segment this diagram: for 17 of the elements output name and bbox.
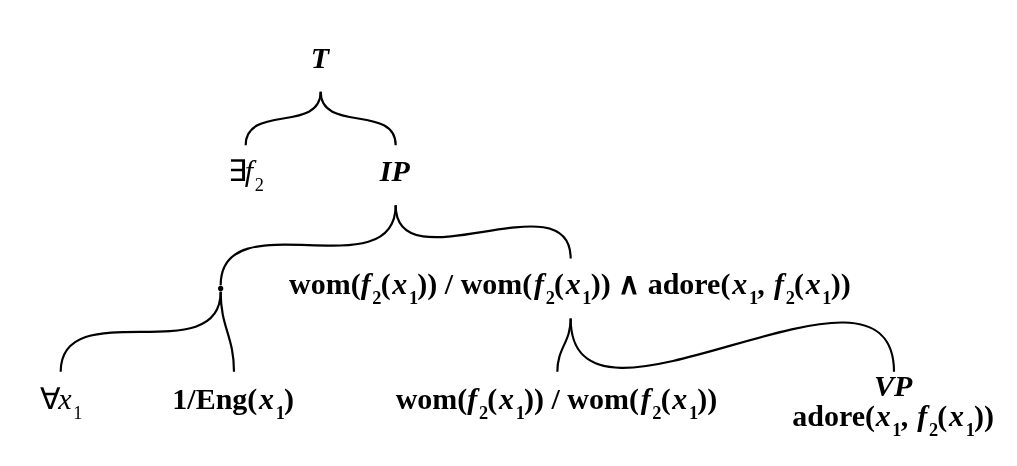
node-text: VP adore(x$_{1}$, f$_{2}$(x$_{1}$)): [791, 368, 994, 440]
node-point: [217, 285, 223, 291]
connector: [219, 204, 397, 285]
node-text: T: [310, 40, 329, 73]
node-text: IP: [379, 153, 410, 187]
connector: [394, 204, 572, 259]
node-text: wom(f$_{2}$(x$_{1}$)) / wom(f$_{2}$(x$_{1}$)): [395, 381, 717, 423]
connector: [319, 91, 397, 145]
connector: [244, 91, 322, 145]
connector: [569, 317, 895, 372]
node-text: wom(f$_{2}$(x$_{1}$)) / wom(f$_{2}$(x$_{1}$)) ∧ adore(x$_{1}$, f$_{2}$(x$_{1}$)): [288, 266, 851, 308]
node-text: 1/Eng(x$_{1}$): [171, 381, 294, 423]
node-text: ∃f$_{2}$: [227, 153, 264, 195]
connector: [59, 291, 222, 372]
connector: [219, 291, 235, 372]
node-text: ∀x$_{1}$: [39, 381, 82, 423]
connector: [555, 317, 572, 372]
